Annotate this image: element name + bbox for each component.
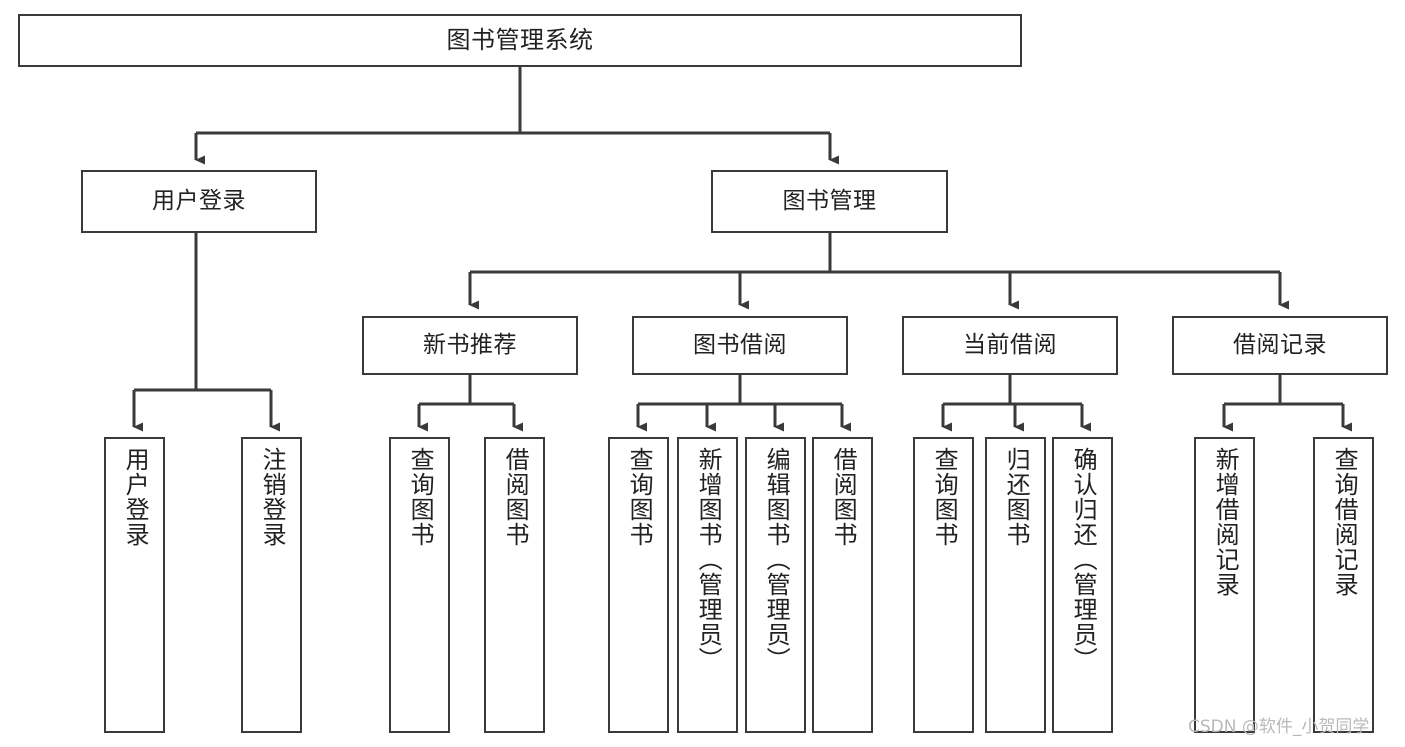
- leaf-add-book-admin[interactable]: 新增图书（管理员）: [677, 437, 738, 733]
- node-label: 查询图书: [625, 447, 654, 547]
- node-label: 新书推荐: [423, 331, 517, 358]
- node-label: 新增借阅记录: [1211, 447, 1240, 597]
- node-label: 归还图书: [1002, 447, 1031, 547]
- node-book-management[interactable]: 图书管理: [711, 170, 948, 233]
- node-label: 图书管理: [782, 187, 877, 214]
- node-label: 借阅图书: [829, 447, 858, 547]
- leaf-query-book-borrow[interactable]: 查询图书: [608, 437, 669, 733]
- node-label: 借阅图书: [501, 447, 530, 547]
- leaf-return-book[interactable]: 归还图书: [985, 437, 1046, 733]
- node-label: 编辑图书（管理员）: [762, 447, 791, 672]
- node-label: 当前借阅: [963, 331, 1057, 358]
- leaf-query-book-current[interactable]: 查询图书: [913, 437, 974, 733]
- leaf-query-book-recommend[interactable]: 查询图书: [389, 437, 450, 733]
- node-label: 借阅记录: [1233, 331, 1327, 358]
- node-label: 注销登录: [258, 447, 287, 547]
- node-label: 查询借阅记录: [1330, 447, 1359, 597]
- node-label: 用户登录: [121, 447, 150, 547]
- node-label: 确认归还（管理员）: [1069, 447, 1098, 672]
- node-label: 查询图书: [930, 447, 959, 547]
- node-label: 新增图书（管理员）: [694, 447, 723, 672]
- leaf-borrow-book-recommend[interactable]: 借阅图书: [484, 437, 545, 733]
- node-label: 查询图书: [406, 447, 435, 547]
- leaf-borrow-book[interactable]: 借阅图书: [812, 437, 873, 733]
- node-book-borrow[interactable]: 图书借阅: [632, 316, 848, 375]
- leaf-add-borrow-record[interactable]: 新增借阅记录: [1194, 437, 1255, 733]
- leaf-user-login[interactable]: 用户登录: [104, 437, 165, 733]
- node-new-book-recommend[interactable]: 新书推荐: [362, 316, 578, 375]
- node-current-borrow[interactable]: 当前借阅: [902, 316, 1118, 375]
- leaf-logout-login[interactable]: 注销登录: [241, 437, 302, 733]
- node-user-login[interactable]: 用户登录: [81, 170, 317, 233]
- node-root-book-management-system[interactable]: 图书管理系统: [18, 14, 1022, 67]
- leaf-query-borrow-record[interactable]: 查询借阅记录: [1313, 437, 1374, 733]
- node-label: 图书借阅: [693, 331, 787, 358]
- node-borrow-record[interactable]: 借阅记录: [1172, 316, 1388, 375]
- leaf-confirm-return-admin[interactable]: 确认归还（管理员）: [1052, 437, 1113, 733]
- leaf-edit-book-admin[interactable]: 编辑图书（管理员）: [745, 437, 806, 733]
- node-label: 用户登录: [152, 187, 246, 214]
- node-label: 图书管理系统: [446, 26, 594, 55]
